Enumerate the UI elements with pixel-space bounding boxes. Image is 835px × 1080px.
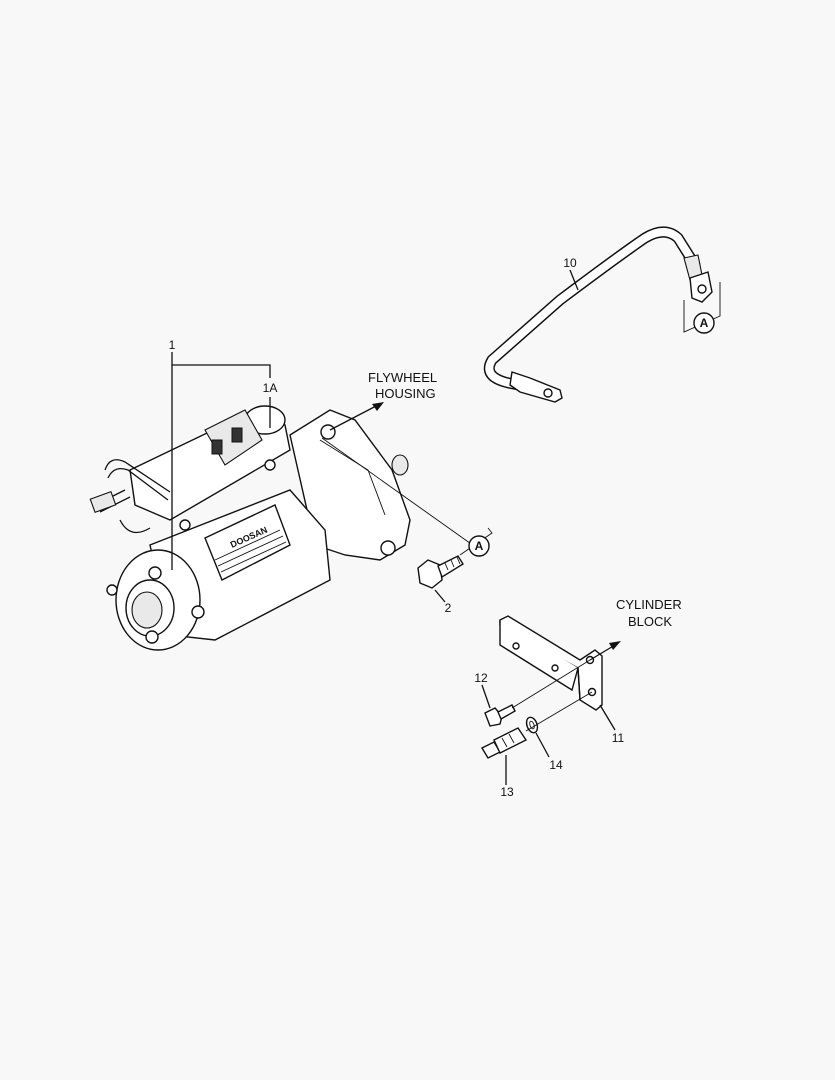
flywheel-housing-label-line2: HOUSING (375, 386, 436, 401)
mounting-bolt (417, 555, 464, 589)
flywheel-housing-label-line1: FLYWHEEL (368, 370, 437, 385)
ground-cable (483, 226, 721, 403)
bracket (499, 615, 603, 711)
cylinder-block-arrow-icon (609, 641, 621, 650)
cylinder-block-label-line1: CYLINDER (616, 597, 682, 612)
washer (525, 716, 539, 734)
callout-11: 11 (612, 731, 625, 745)
ref-a-cable: A (700, 316, 709, 330)
ref-circle-mount (468, 535, 490, 557)
stud (481, 727, 528, 759)
screw (484, 704, 516, 727)
destination-labels: FLYWHEEL HOUSING CYLINDER BLOCK (368, 370, 682, 629)
callout-numbers: 1 1A 2 10 11 12 13 14 (169, 256, 625, 799)
callout-12: 12 (474, 671, 488, 685)
callout-14: 14 (549, 758, 563, 772)
starter-motor: DOOSAN (89, 405, 411, 651)
cylinder-block-label-line2: BLOCK (628, 614, 672, 629)
callout-1a: 1A (263, 381, 278, 395)
callout-2: 2 (445, 601, 452, 615)
callout-10: 10 (563, 256, 577, 270)
flywheel-arrow-icon (372, 402, 384, 411)
callout-13: 13 (500, 785, 514, 799)
ref-a-mount: A (475, 539, 484, 553)
callout-1: 1 (169, 338, 176, 352)
reference-markers: A A (468, 312, 715, 557)
ref-circle-cable (693, 312, 715, 334)
